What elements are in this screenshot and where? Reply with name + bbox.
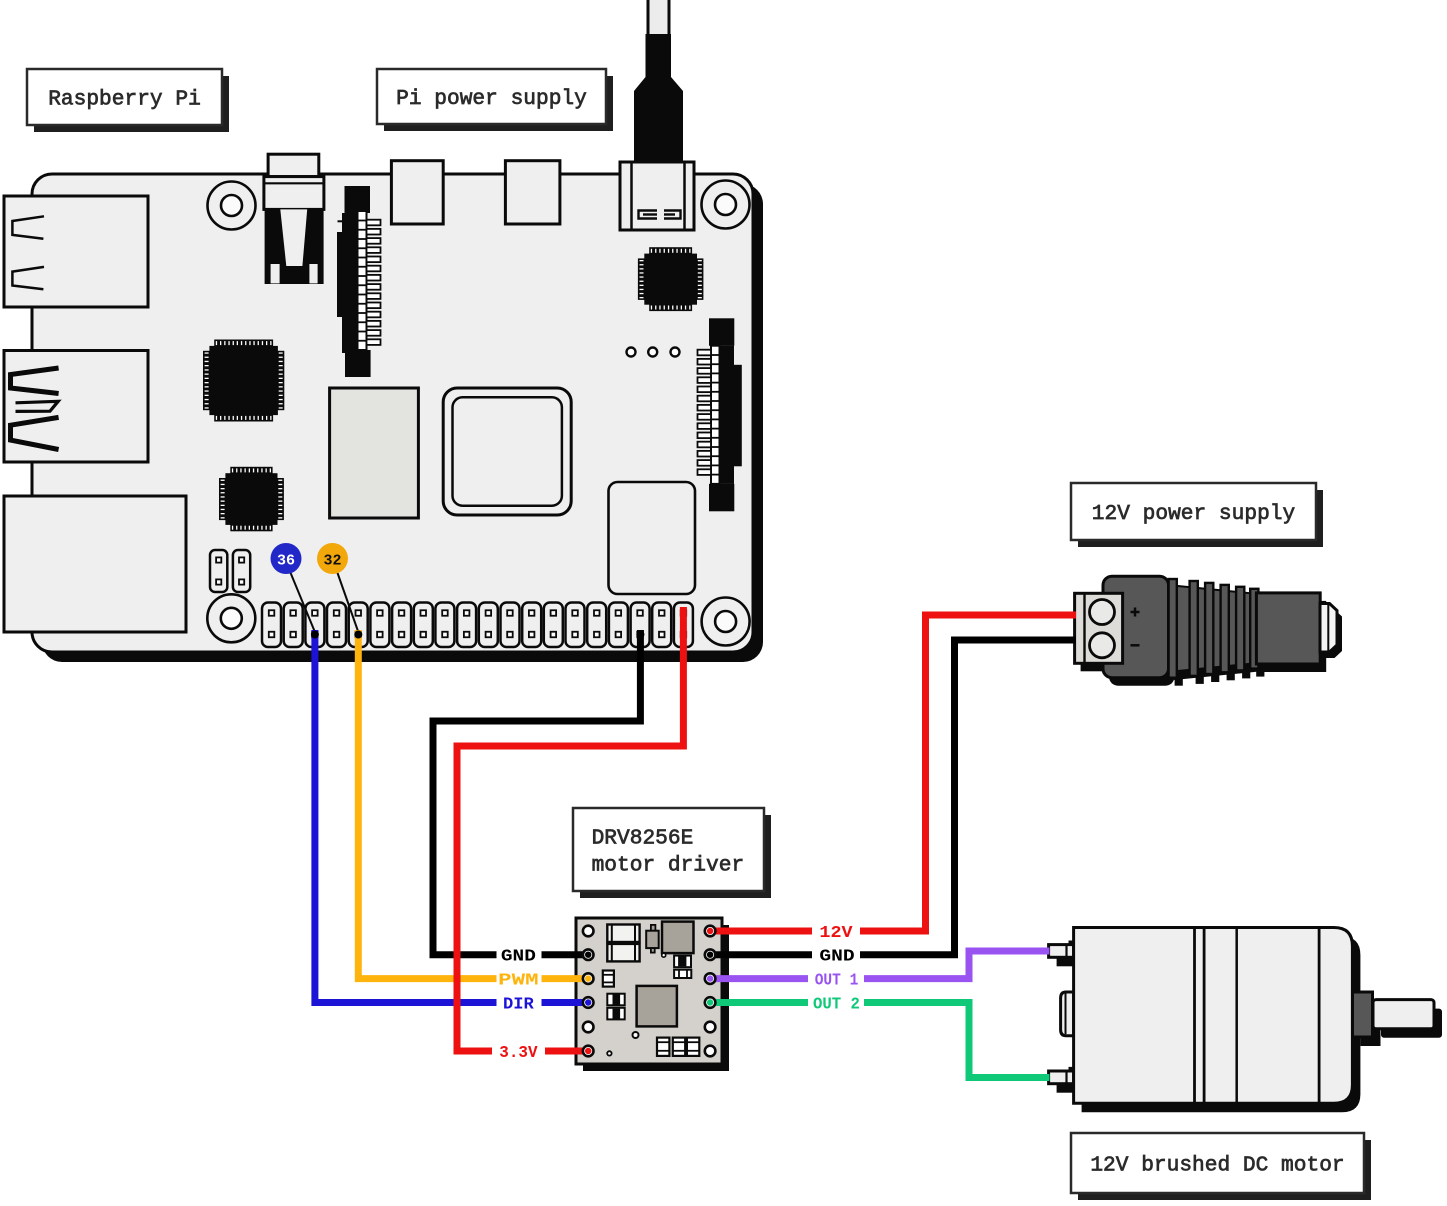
svg-text:Raspberry Pi: Raspberry Pi [48,87,201,111]
svg-text:12V: 12V [819,924,853,943]
svg-text:Pi power supply: Pi power supply [396,87,587,111]
svg-text:32: 32 [323,553,341,570]
svg-text:DRV8256E: DRV8256E [592,826,694,850]
svg-text:GND: GND [819,948,854,967]
svg-text:12V power supply: 12V power supply [1092,502,1296,526]
svg-text:GND: GND [501,948,536,967]
svg-text:PWM: PWM [498,972,538,991]
svg-text:OUT 2: OUT 2 [813,996,860,1015]
svg-text:3.3V: 3.3V [499,1044,538,1063]
svg-text:36: 36 [277,553,295,570]
svg-text:DIR: DIR [503,996,535,1015]
svg-text:12V brushed DC motor: 12V brushed DC motor [1090,1153,1344,1177]
svg-text:OUT 1: OUT 1 [815,972,859,991]
svg-text:motor driver: motor driver [592,853,745,877]
